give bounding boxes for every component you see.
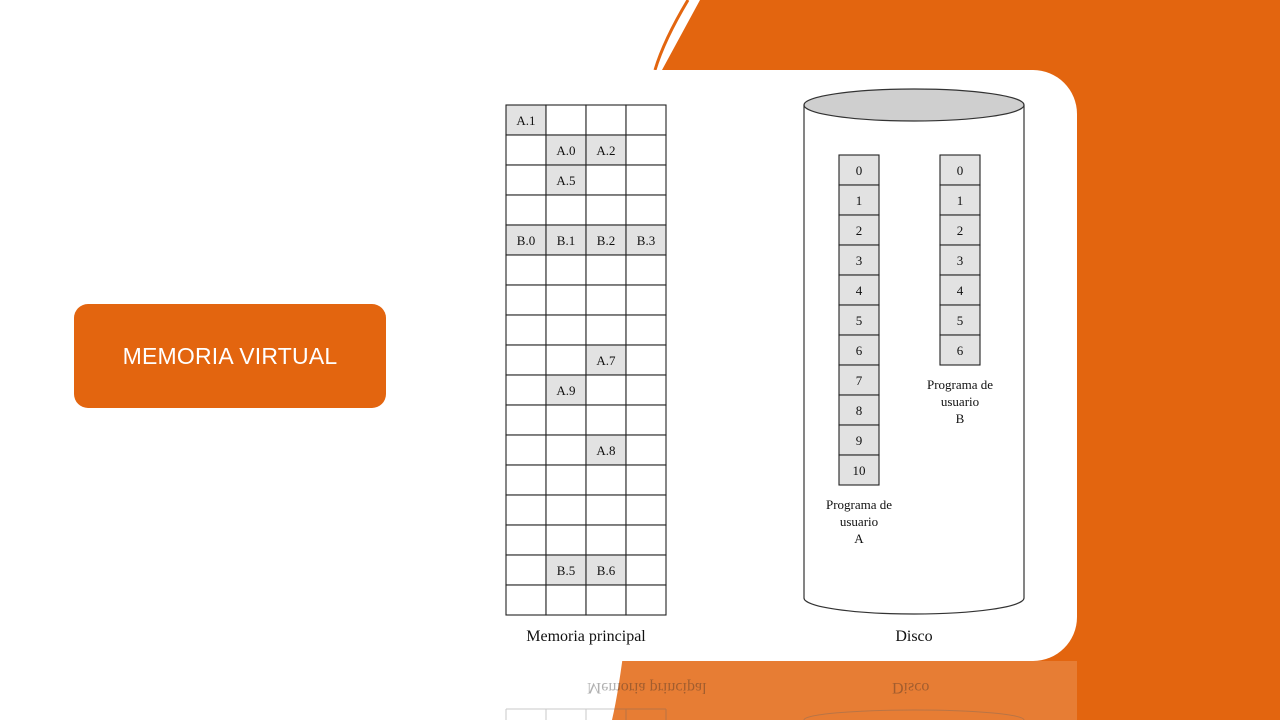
- slide-title: MEMORIA VIRTUAL: [122, 342, 338, 369]
- figure-reflection: Memoria principal Disco: [470, 661, 1077, 720]
- figure-card: [470, 70, 1077, 661]
- reflection-memory-label: Memoria principal: [587, 679, 707, 696]
- reflection-disk-label: Disco: [892, 679, 929, 696]
- title-box: MEMORIA VIRTUAL: [74, 304, 386, 408]
